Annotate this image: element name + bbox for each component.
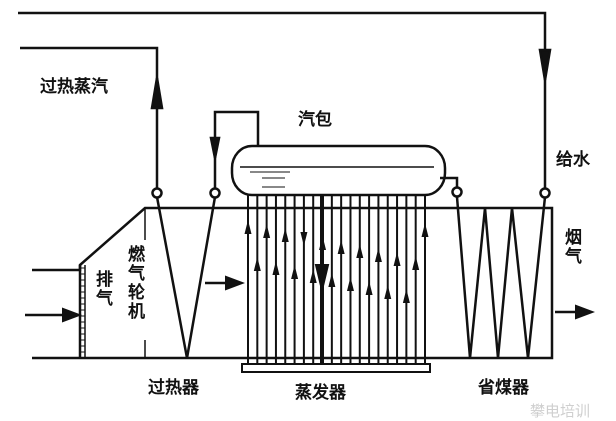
watermark: 攀电培训 — [530, 402, 591, 420]
label-superheated-steam: 过热蒸汽 — [40, 77, 108, 97]
label-exhaust: 排气 — [92, 270, 112, 308]
label-drum: 汽包 — [298, 110, 332, 130]
header-node — [151, 187, 163, 199]
flow-up-arrow — [253, 257, 261, 271]
flow-up-arrow — [272, 261, 280, 275]
evaporator-lower-header — [241, 363, 431, 373]
feedwater-arrow — [538, 48, 552, 81]
flow-up-arrow — [393, 252, 401, 266]
flow-up-arrow — [374, 248, 382, 262]
label-flue-gas: 烟气 — [561, 228, 581, 266]
downcomer-arrow — [314, 264, 330, 291]
link-arrow — [209, 136, 221, 159]
header-node — [209, 187, 221, 199]
flow-up-arrow — [421, 223, 429, 237]
flow-up-arrow — [328, 273, 336, 287]
flow-up-arrow — [244, 220, 252, 234]
superheater-coil — [155, 196, 217, 359]
label-superheater: 过热器 — [148, 378, 199, 398]
flow-up-arrow — [346, 277, 354, 291]
flow-up-arrow — [365, 281, 373, 295]
steam-arrow — [150, 77, 164, 110]
flow-up-arrow — [281, 228, 289, 242]
flow-down-arrow — [300, 232, 308, 246]
flow-up-arrow — [412, 256, 420, 270]
flow-up-arrow — [384, 285, 392, 299]
label-feedwater: 给水 — [556, 150, 590, 170]
header-node — [539, 187, 551, 199]
feedwater-pipe — [18, 11, 547, 189]
flow-up-arrow — [291, 265, 299, 279]
drum-economizer-link — [440, 176, 459, 188]
flow-up-arrow — [356, 244, 364, 258]
flow-up-arrow — [402, 289, 410, 303]
superheated-steam-pipe — [20, 46, 159, 189]
flow-up-arrow — [263, 224, 271, 238]
economizer-coil — [455, 196, 547, 359]
flow-up-arrow — [309, 269, 317, 283]
label-evaporator: 蒸发器 — [295, 383, 346, 403]
label-economizer: 省煤器 — [478, 378, 529, 398]
steam-drum — [230, 144, 447, 197]
header-node — [451, 186, 463, 198]
flow-up-arrow — [337, 240, 345, 254]
label-gas-turbine: 燃气轮机 — [124, 245, 144, 321]
drum-steam-link — [213, 110, 260, 189]
